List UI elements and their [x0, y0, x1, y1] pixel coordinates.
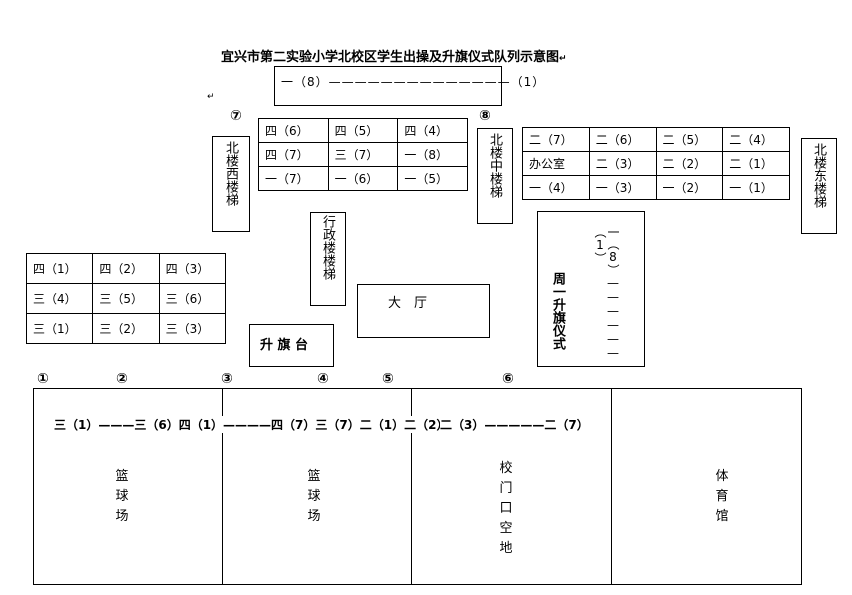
grid-cell: 一（8）: [397, 142, 468, 167]
stray-pilcrow: ↵: [207, 92, 215, 102]
grid-cell: 四（2）: [92, 253, 160, 284]
main-hall-label: 大 厅: [388, 296, 428, 311]
playground-area: 三（1）———三（6）四（1）————四（7）三（7）二（1）二（2） 二（3）…: [33, 388, 802, 585]
grid-cell: 一（3）: [588, 175, 657, 200]
grid-cell: 四（3）: [158, 253, 227, 284]
marker-2: ②: [116, 371, 128, 387]
west-class-grid: 四（1） 四（2） 四（3） 三（4） 三（5） 三（6） 三（1） 三（2） …: [25, 253, 227, 344]
divider-court1-court2: [222, 389, 223, 584]
flag-platform: 升 旗 台: [249, 324, 334, 367]
grid-cell: 三（7）: [327, 142, 399, 167]
grid-cell: 三（6）: [158, 283, 227, 314]
monday-ceremony-label: 周一升旗仪式: [550, 272, 565, 350]
top-queue-text: 一（8）——————————————（1）: [281, 75, 546, 89]
north-east-stair-label: 北楼东楼梯: [811, 143, 826, 208]
marker-6: ⑥: [502, 371, 514, 387]
north-middle-stair-label: 北楼中楼梯: [487, 133, 502, 198]
marker-7: ⑦: [230, 108, 242, 124]
grid-cell: 四（5）: [327, 118, 399, 143]
north-west-class-grid: 四（6） 四（5） 四（4） 四（7） 三（7） 一（8） 一（7） 一（6） …: [258, 118, 468, 191]
bottom-queue-right: 二（3）—————二（7）: [440, 416, 589, 433]
monday-ceremony-box: 周一升旗仪式 一（8）——————（1）: [537, 211, 645, 367]
north-east-class-grid: 二（7） 二（6） 二（5） 二（4） 办公室 二（3） 二（2） 二（1） 一…: [522, 127, 790, 200]
north-west-stair: 北楼西楼梯: [212, 136, 250, 232]
grid-cell: 一（2）: [655, 175, 724, 200]
divider-gate-gym: [611, 389, 612, 584]
top-queue-box: 一（8）——————————————（1）: [274, 66, 544, 106]
grid-cell: 二（5）: [655, 127, 724, 152]
marker-1: ①: [37, 371, 49, 387]
grid-cell: 四（1）: [25, 253, 94, 284]
grid-cell: 二（1）: [722, 151, 790, 176]
marker-5: ⑤: [382, 371, 394, 387]
grid-cell: 一（1）: [722, 175, 790, 200]
marker-3: ③: [221, 371, 233, 387]
grid-cell: 三（3）: [158, 313, 227, 344]
grid-cell: 二（7）: [522, 127, 590, 152]
grid-cell: 二（6）: [588, 127, 657, 152]
flag-platform-label: 升 旗 台: [260, 338, 309, 353]
grid-cell: 二（4）: [722, 127, 790, 152]
grid-cell: 三（1）: [25, 313, 94, 344]
grid-cell: 一（7）: [258, 166, 329, 191]
diagram-title: 宜兴市第二实验小学北校区学生出操及升旗仪式队列示意图↵: [221, 50, 567, 65]
marker-8: ⑧: [479, 108, 491, 124]
north-west-stair-label: 北楼西楼梯: [223, 141, 238, 206]
grid-cell: 一（5）: [397, 166, 468, 191]
bottom-queue-left: 三（1）———三（6）四（1）————四（7）三（7）二（1）二（2）: [54, 416, 449, 433]
grid-cell: 四（6）: [258, 118, 329, 143]
grid-cell: 三（2）: [92, 313, 160, 344]
admin-building-stair-label: 行政楼楼梯: [320, 215, 335, 280]
divider-court2-gate: [411, 389, 412, 584]
grid-cell: 二（3）: [588, 151, 657, 176]
grid-cell: 四（7）: [258, 142, 329, 167]
grid-cell: 四（4）: [397, 118, 468, 143]
grid-cell: 三（4）: [25, 283, 94, 314]
grid-cell: 办公室: [522, 151, 590, 176]
north-middle-stair: 北楼中楼梯: [477, 128, 513, 224]
grid-cell: 一（6）: [327, 166, 399, 191]
grid-cell: 三（5）: [92, 283, 160, 314]
north-east-stair: 北楼东楼梯: [801, 138, 837, 234]
grid-cell: 一（4）: [522, 175, 590, 200]
main-hall: 大 厅: [357, 284, 490, 338]
marker-4: ④: [317, 371, 329, 387]
admin-building-stair: 行政楼楼梯: [310, 212, 346, 306]
monday-ceremony-queue: 一（8）——————（1）: [593, 226, 620, 360]
grid-cell: 二（2）: [655, 151, 724, 176]
